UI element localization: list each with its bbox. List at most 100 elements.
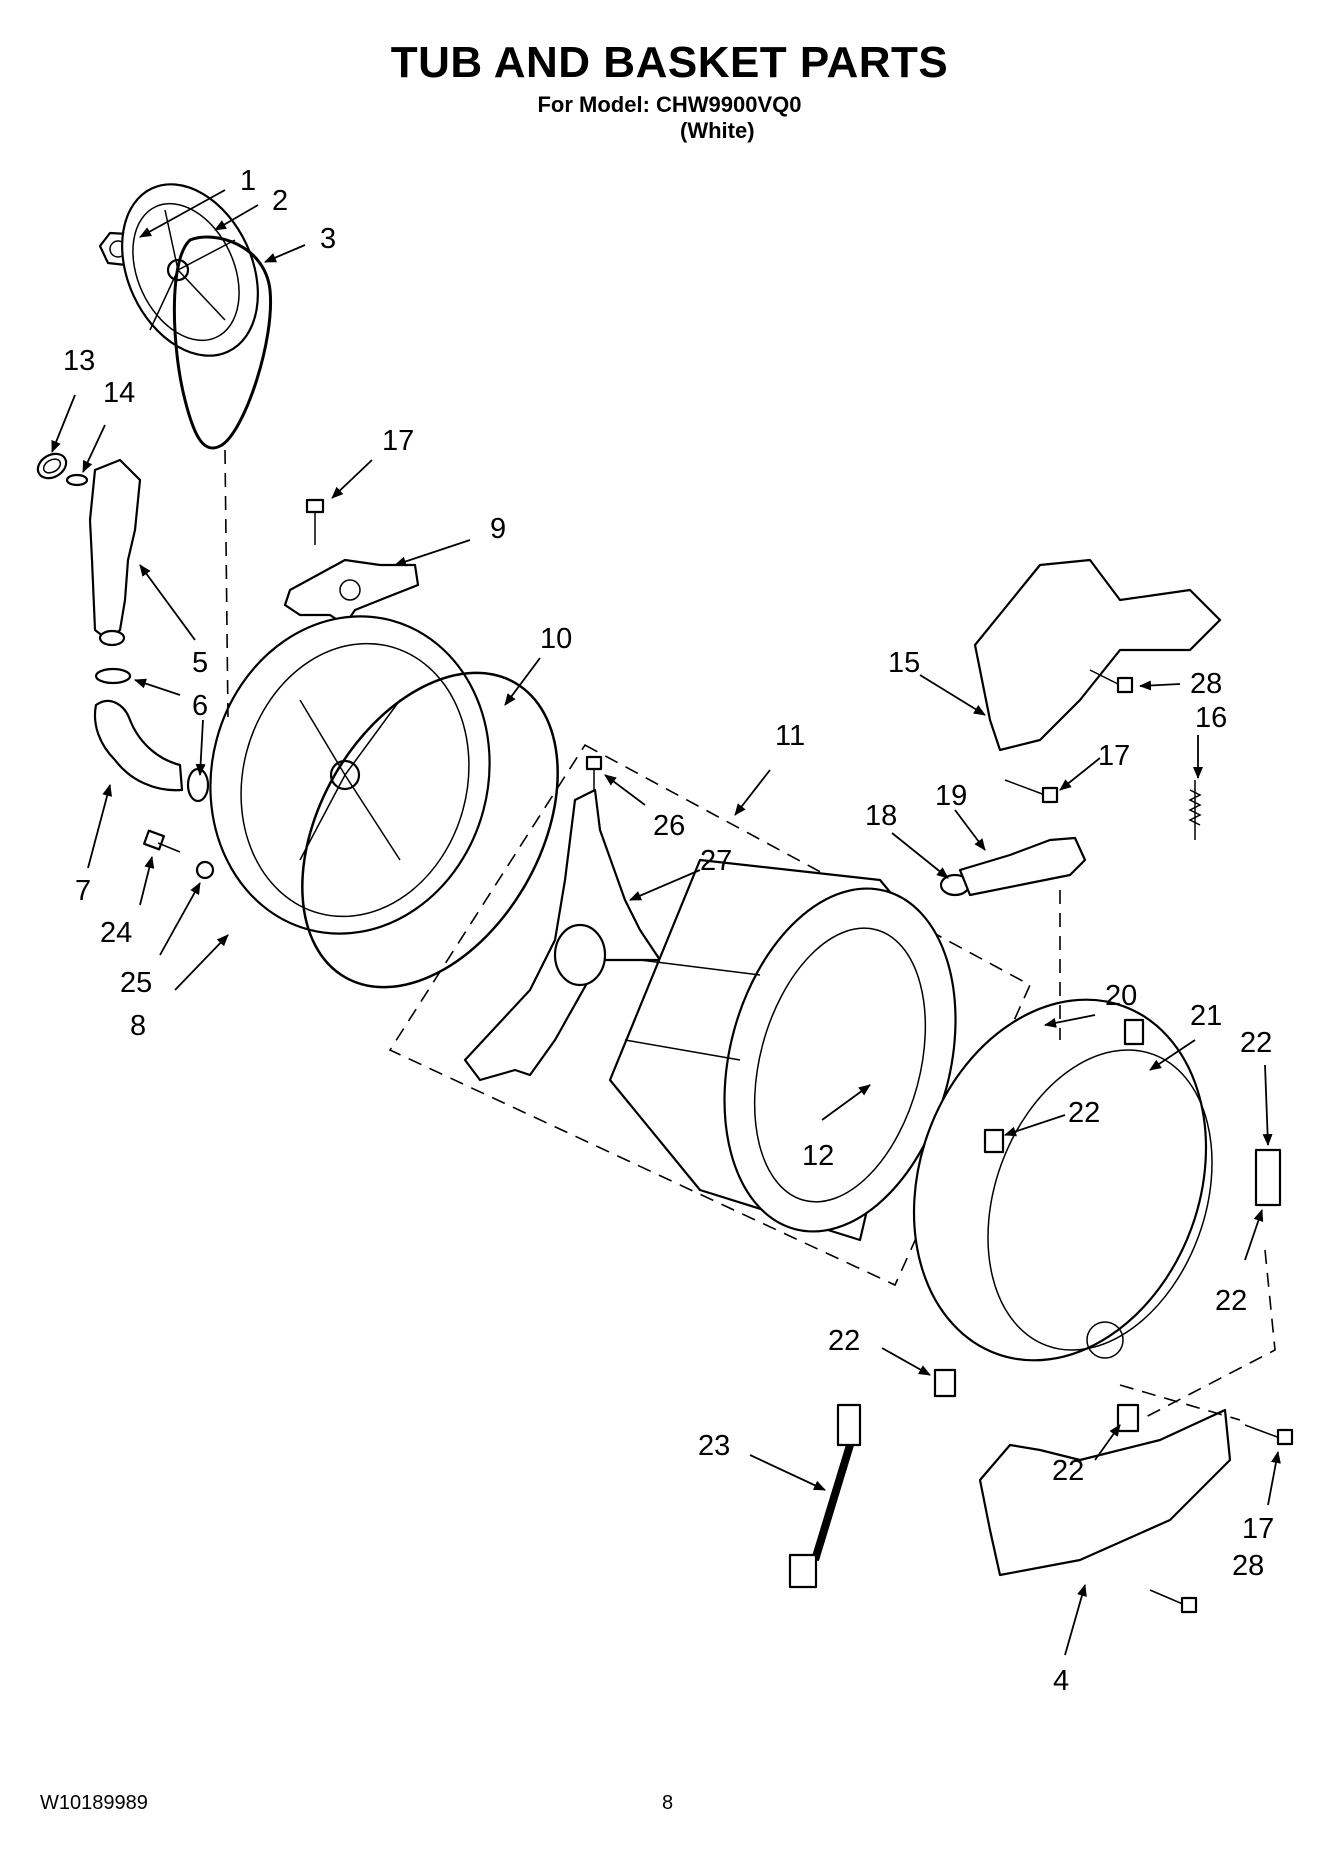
model-line: For Model: CHW9900VQ0 [537, 92, 802, 117]
callout-8: 8 [130, 1010, 146, 1042]
part-5-outlet [98, 629, 126, 647]
callout-22a: 22 [1068, 1097, 1100, 1129]
part-3-belt [172, 235, 273, 450]
page-title: TUB AND BASKET PARTS [390, 38, 949, 87]
part-11-basket [608, 858, 957, 1242]
callout-19: 19 [935, 780, 967, 812]
part-28-screw-top [1089, 669, 1134, 694]
callout-24: 24 [100, 917, 132, 949]
part-14-o-ring [65, 473, 89, 487]
leader-23 [749, 1454, 826, 1491]
callout-21: 21 [1190, 1000, 1222, 1032]
part-17-screw-mid [1004, 779, 1059, 804]
leader-8 [174, 934, 229, 991]
leader-20 [1044, 1014, 1096, 1028]
callout-25: 25 [120, 967, 152, 999]
leader-6b [195, 719, 206, 776]
callout-26: 26 [653, 810, 685, 842]
callout-12: 12 [802, 1140, 834, 1172]
leader-12 [821, 1084, 871, 1121]
part-4-front-panel [978, 1408, 1232, 1577]
callout-17c: 17 [1242, 1513, 1274, 1545]
leader-17c [1267, 1451, 1281, 1506]
guide-clips [1139, 1249, 1276, 1421]
page-number: 8 [662, 1792, 674, 1814]
callout-5: 5 [192, 647, 208, 679]
leader-22c [1244, 1209, 1264, 1261]
leader-24 [139, 856, 155, 906]
basket-assembly-outline [388, 743, 1032, 1287]
leader-6 [134, 678, 181, 696]
callout-22e: 22 [1052, 1455, 1084, 1487]
part-28-screw-lower [1149, 1589, 1198, 1614]
part-22-clip-a [1123, 1018, 1145, 1046]
leader-21 [1149, 1039, 1196, 1071]
callout-4: 4 [1053, 1665, 1069, 1697]
callout-7: 7 [75, 875, 91, 907]
part-6-hose-clamp [94, 667, 132, 685]
leader-17b [1059, 757, 1101, 791]
part-8-rear-tub [209, 615, 491, 935]
leader-28a [1139, 680, 1181, 691]
part-22-clip-c [1254, 1148, 1282, 1207]
leader-26 [604, 774, 646, 806]
part-7-tub-hose [93, 699, 184, 792]
callout-6: 6 [192, 690, 208, 722]
callout-10: 10 [540, 623, 572, 655]
part-9-bracket [283, 558, 420, 627]
callout-28a: 28 [1190, 668, 1222, 700]
callout-23: 23 [698, 1430, 730, 1462]
leader-17a [331, 459, 373, 499]
callout-22d: 22 [828, 1325, 860, 1357]
part-22-clip-e [1116, 1403, 1140, 1433]
part-22-clip-d [933, 1368, 957, 1398]
callout-28b: 28 [1232, 1550, 1264, 1582]
callout-13: 13 [63, 345, 95, 377]
callout-1: 1 [240, 165, 256, 197]
leader-22b [1262, 1064, 1273, 1146]
leader-14 [82, 424, 106, 473]
part-23-damper [788, 1403, 862, 1589]
callout-18: 18 [865, 800, 897, 832]
leader-7 [87, 784, 113, 869]
callout-14: 14 [103, 377, 135, 409]
callout-17b: 17 [1098, 740, 1130, 772]
part-19-vent-hose [958, 836, 1087, 897]
callout-11: 11 [775, 720, 805, 752]
leader-2 [214, 204, 259, 231]
leader-1 [139, 189, 226, 238]
callout-22c: 22 [1215, 1285, 1247, 1317]
leader-11 [734, 769, 771, 816]
part-10-tub-seal-ring [301, 671, 559, 989]
leader-22e [1094, 1424, 1121, 1461]
part-27-hub [553, 923, 607, 987]
guide-belt-to-tub [224, 449, 229, 721]
document-number: W10189989 [40, 1792, 148, 1814]
callout-22b: 22 [1240, 1027, 1272, 1059]
leader-22d [881, 1347, 931, 1376]
front-tub [912, 998, 1213, 1362]
leader-18 [891, 832, 949, 879]
leader-9 [394, 539, 471, 567]
part-15-tub-cover [973, 558, 1222, 752]
part-17-screw-top [305, 498, 325, 545]
part-6-clamp-b [186, 767, 210, 803]
callout-27: 27 [700, 845, 732, 877]
leader-13 [51, 394, 76, 453]
leader-5 [139, 564, 196, 641]
part-24-bolt [142, 829, 181, 853]
leader-22a [1004, 1114, 1066, 1137]
callout-9: 9 [490, 513, 506, 545]
part-22-clip-b [983, 1128, 1005, 1154]
callout-17a: 17 [382, 425, 414, 457]
part-13-clamp [36, 452, 68, 480]
part-17-screw-lower [1244, 1424, 1294, 1446]
guide-panel [1119, 1384, 1241, 1421]
color-note: (White) [680, 118, 755, 143]
part-25-nut [195, 860, 215, 880]
part-9-hole [339, 579, 361, 601]
callout-3: 3 [320, 223, 336, 255]
leader-3 [264, 244, 306, 263]
callout-20: 20 [1105, 980, 1137, 1012]
